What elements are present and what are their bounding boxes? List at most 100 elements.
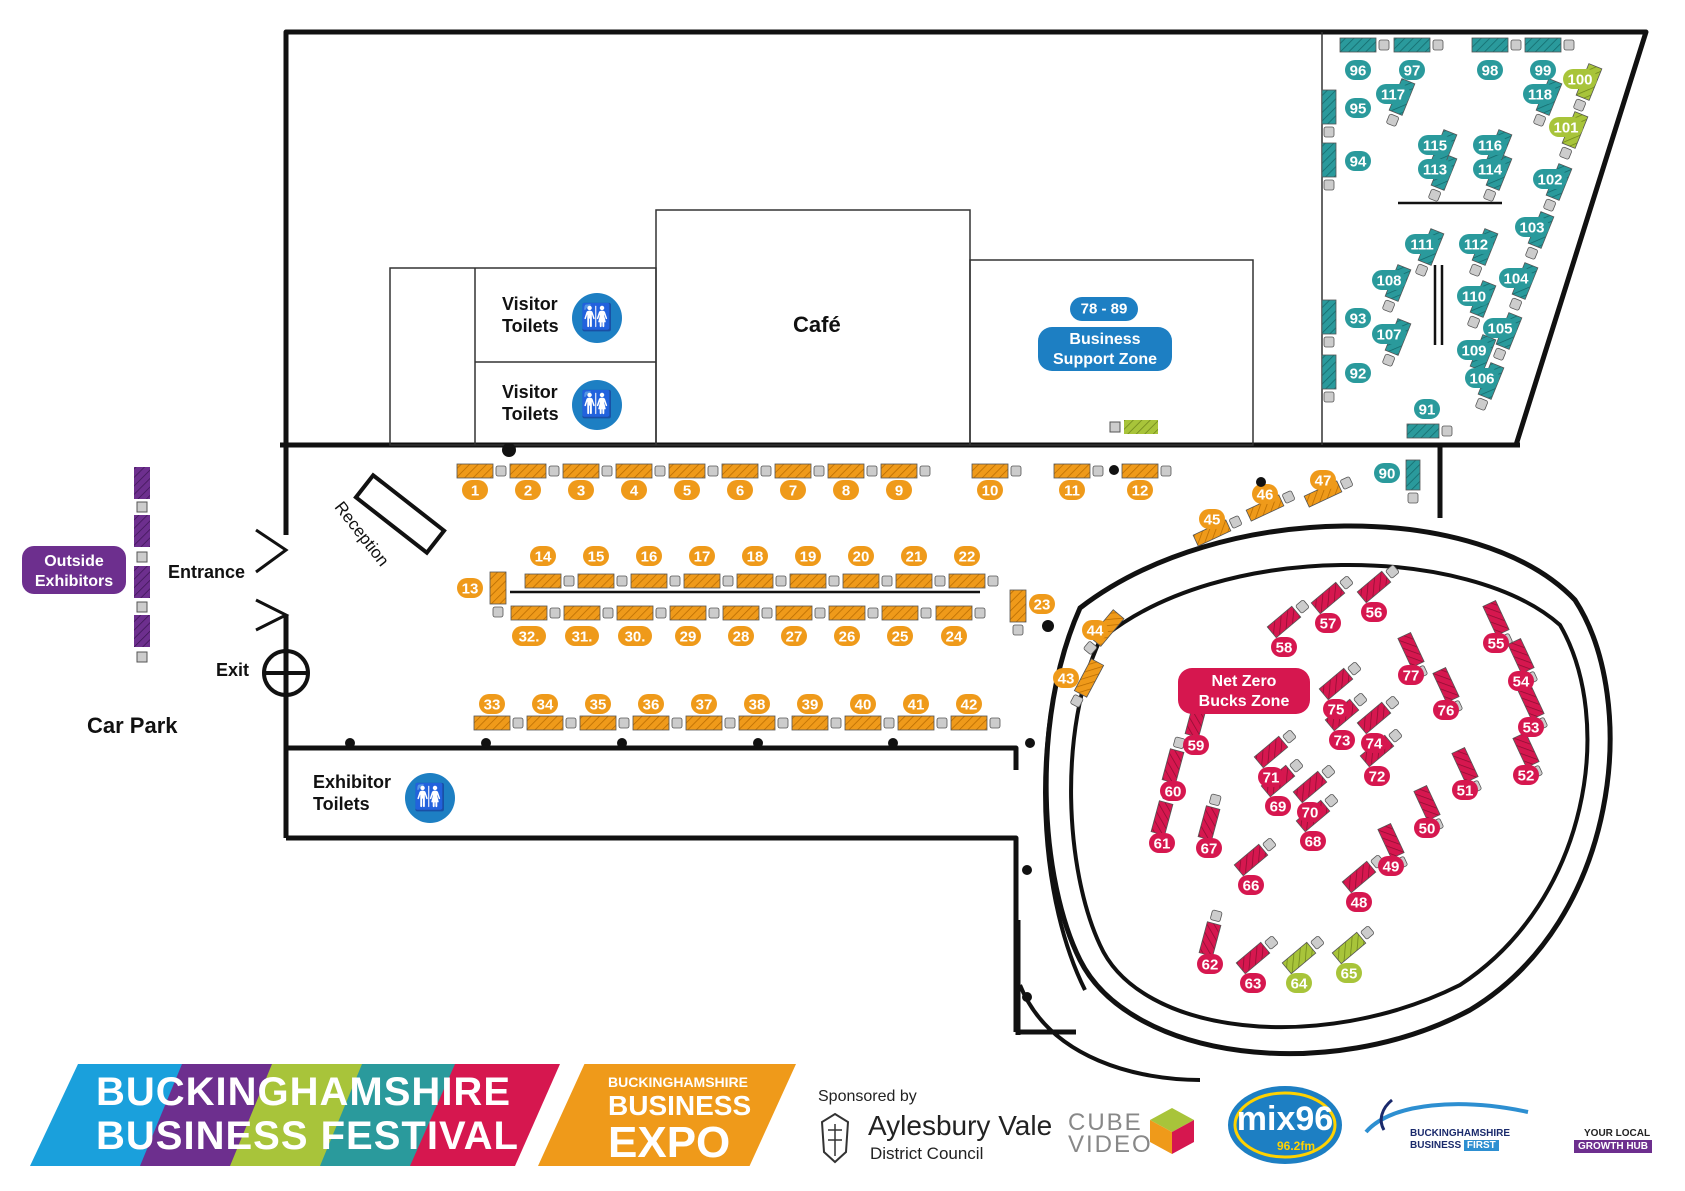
stand-number-40[interactable]: 40 (850, 694, 876, 714)
stand-number-112[interactable]: 112 (1459, 234, 1493, 254)
stand-number-100[interactable]: 100 (1563, 69, 1597, 89)
stand-number-93[interactable]: 93 (1345, 308, 1371, 328)
stand-number-30[interactable]: 30. (618, 626, 652, 646)
stand-number-105[interactable]: 105 (1483, 318, 1517, 338)
stand-number-3[interactable]: 3 (568, 480, 594, 500)
stand-number-46[interactable]: 46 (1252, 484, 1278, 504)
stand-number-104[interactable]: 104 (1499, 268, 1533, 288)
stand-number-20[interactable]: 20 (848, 546, 874, 566)
stand-number-17[interactable]: 17 (689, 546, 715, 566)
stand-number-18[interactable]: 18 (742, 546, 768, 566)
stand-number-98[interactable]: 98 (1477, 60, 1503, 80)
stand-number-28[interactable]: 28 (728, 626, 754, 646)
stand-number-29[interactable]: 29 (675, 626, 701, 646)
stand-number-90[interactable]: 90 (1374, 463, 1400, 483)
stand-number-68[interactable]: 68 (1300, 831, 1326, 851)
stand-number-116[interactable]: 116 (1473, 135, 1507, 155)
stand-number-102[interactable]: 102 (1533, 169, 1567, 189)
stand-number-107[interactable]: 107 (1372, 324, 1406, 344)
stand-number-2[interactable]: 2 (515, 480, 541, 500)
stand-number-56[interactable]: 56 (1361, 602, 1387, 622)
stand-number-38[interactable]: 38 (744, 694, 770, 714)
stand-number-42[interactable]: 42 (956, 694, 982, 714)
stand-number-60[interactable]: 60 (1160, 781, 1186, 801)
stand-number-37[interactable]: 37 (691, 694, 717, 714)
stand-number-5[interactable]: 5 (674, 480, 700, 500)
stand-number-47[interactable]: 47 (1310, 470, 1336, 490)
stand-number-101[interactable]: 101 (1549, 117, 1583, 137)
stand-number-4[interactable]: 4 (621, 480, 647, 500)
stand-number-49[interactable]: 49 (1378, 856, 1404, 876)
stand-number-6[interactable]: 6 (727, 480, 753, 500)
stand-number-54[interactable]: 54 (1508, 671, 1534, 691)
stand-number-16[interactable]: 16 (636, 546, 662, 566)
stand-number-108[interactable]: 108 (1372, 270, 1406, 290)
stand-number-39[interactable]: 39 (797, 694, 823, 714)
stand-number-74[interactable]: 74 (1361, 733, 1387, 753)
stand-number-73[interactable]: 73 (1329, 730, 1355, 750)
stand-number-55[interactable]: 55 (1483, 633, 1509, 653)
stand-number-53[interactable]: 53 (1518, 717, 1544, 737)
stand-number-45[interactable]: 45 (1199, 509, 1225, 529)
stand-number-34[interactable]: 34 (532, 694, 558, 714)
stand-number-24[interactable]: 24 (941, 626, 967, 646)
stand-number-31[interactable]: 31. (565, 626, 599, 646)
stand-number-14[interactable]: 14 (530, 546, 556, 566)
stand-number-63[interactable]: 63 (1240, 973, 1266, 993)
stand-number-99[interactable]: 99 (1530, 60, 1556, 80)
stand-number-10[interactable]: 10 (977, 480, 1003, 500)
stand-number-32[interactable]: 32. (512, 626, 546, 646)
stand-number-106[interactable]: 106 (1465, 368, 1499, 388)
stand-number-15[interactable]: 15 (583, 546, 609, 566)
stand-number-111[interactable]: 111 (1405, 234, 1439, 254)
stand-number-35[interactable]: 35 (585, 694, 611, 714)
stand-number-36[interactable]: 36 (638, 694, 664, 714)
stand-number-109[interactable]: 109 (1457, 340, 1491, 360)
stand-number-19[interactable]: 19 (795, 546, 821, 566)
stand-number-103[interactable]: 103 (1515, 217, 1549, 237)
stand-number-12[interactable]: 12 (1127, 480, 1153, 500)
stand-number-62[interactable]: 62 (1197, 954, 1223, 974)
stand-number-51[interactable]: 51 (1452, 780, 1478, 800)
stand-number-76[interactable]: 76 (1433, 700, 1459, 720)
stand-number-96[interactable]: 96 (1345, 60, 1371, 80)
stand-number-44[interactable]: 44 (1082, 620, 1108, 640)
stand-number-70[interactable]: 70 (1297, 802, 1323, 822)
stand-number-65[interactable]: 65 (1336, 963, 1362, 983)
stand-number-110[interactable]: 110 (1457, 286, 1491, 306)
stand-number-113[interactable]: 113 (1418, 159, 1452, 179)
stand-number-48[interactable]: 48 (1346, 892, 1372, 912)
stand-number-97[interactable]: 97 (1399, 60, 1425, 80)
stand-number-26[interactable]: 26 (834, 626, 860, 646)
stand-number-52[interactable]: 52 (1513, 765, 1539, 785)
stand-number-66[interactable]: 66 (1238, 875, 1264, 895)
stand-number-115[interactable]: 115 (1418, 135, 1452, 155)
stand-number-1[interactable]: 1 (462, 480, 488, 500)
stand-number-71[interactable]: 71 (1258, 767, 1284, 787)
stand-number-69[interactable]: 69 (1265, 796, 1291, 816)
stand-number-8[interactable]: 8 (833, 480, 859, 500)
stand-number-41[interactable]: 41 (903, 694, 929, 714)
stand-number-21[interactable]: 21 (901, 546, 927, 566)
stand-number-22[interactable]: 22 (954, 546, 980, 566)
stand-number-92[interactable]: 92 (1345, 363, 1371, 383)
stand-number-67[interactable]: 67 (1196, 838, 1222, 858)
stand-number-58[interactable]: 58 (1271, 637, 1297, 657)
stand-number-61[interactable]: 61 (1149, 833, 1175, 853)
stand-number-33[interactable]: 33 (479, 694, 505, 714)
stand-number-43[interactable]: 43 (1053, 668, 1079, 688)
stand-number-50[interactable]: 50 (1414, 818, 1440, 838)
stand-number-114[interactable]: 114 (1473, 159, 1507, 179)
stand-number-118[interactable]: 118 (1523, 84, 1557, 104)
stand-number-72[interactable]: 72 (1364, 766, 1390, 786)
stand-number-75[interactable]: 75 (1323, 699, 1349, 719)
stand-number-11[interactable]: 11 (1059, 480, 1085, 500)
stand-number-117[interactable]: 117 (1376, 84, 1410, 104)
stand-number-27[interactable]: 27 (781, 626, 807, 646)
stand-number-13[interactable]: 13 (457, 578, 483, 598)
stand-number-77[interactable]: 77 (1398, 665, 1424, 685)
stand-number-7[interactable]: 7 (780, 480, 806, 500)
stand-number-94[interactable]: 94 (1345, 151, 1371, 171)
stand-number-91[interactable]: 91 (1414, 399, 1440, 419)
stand-number-23[interactable]: 23 (1029, 594, 1055, 614)
